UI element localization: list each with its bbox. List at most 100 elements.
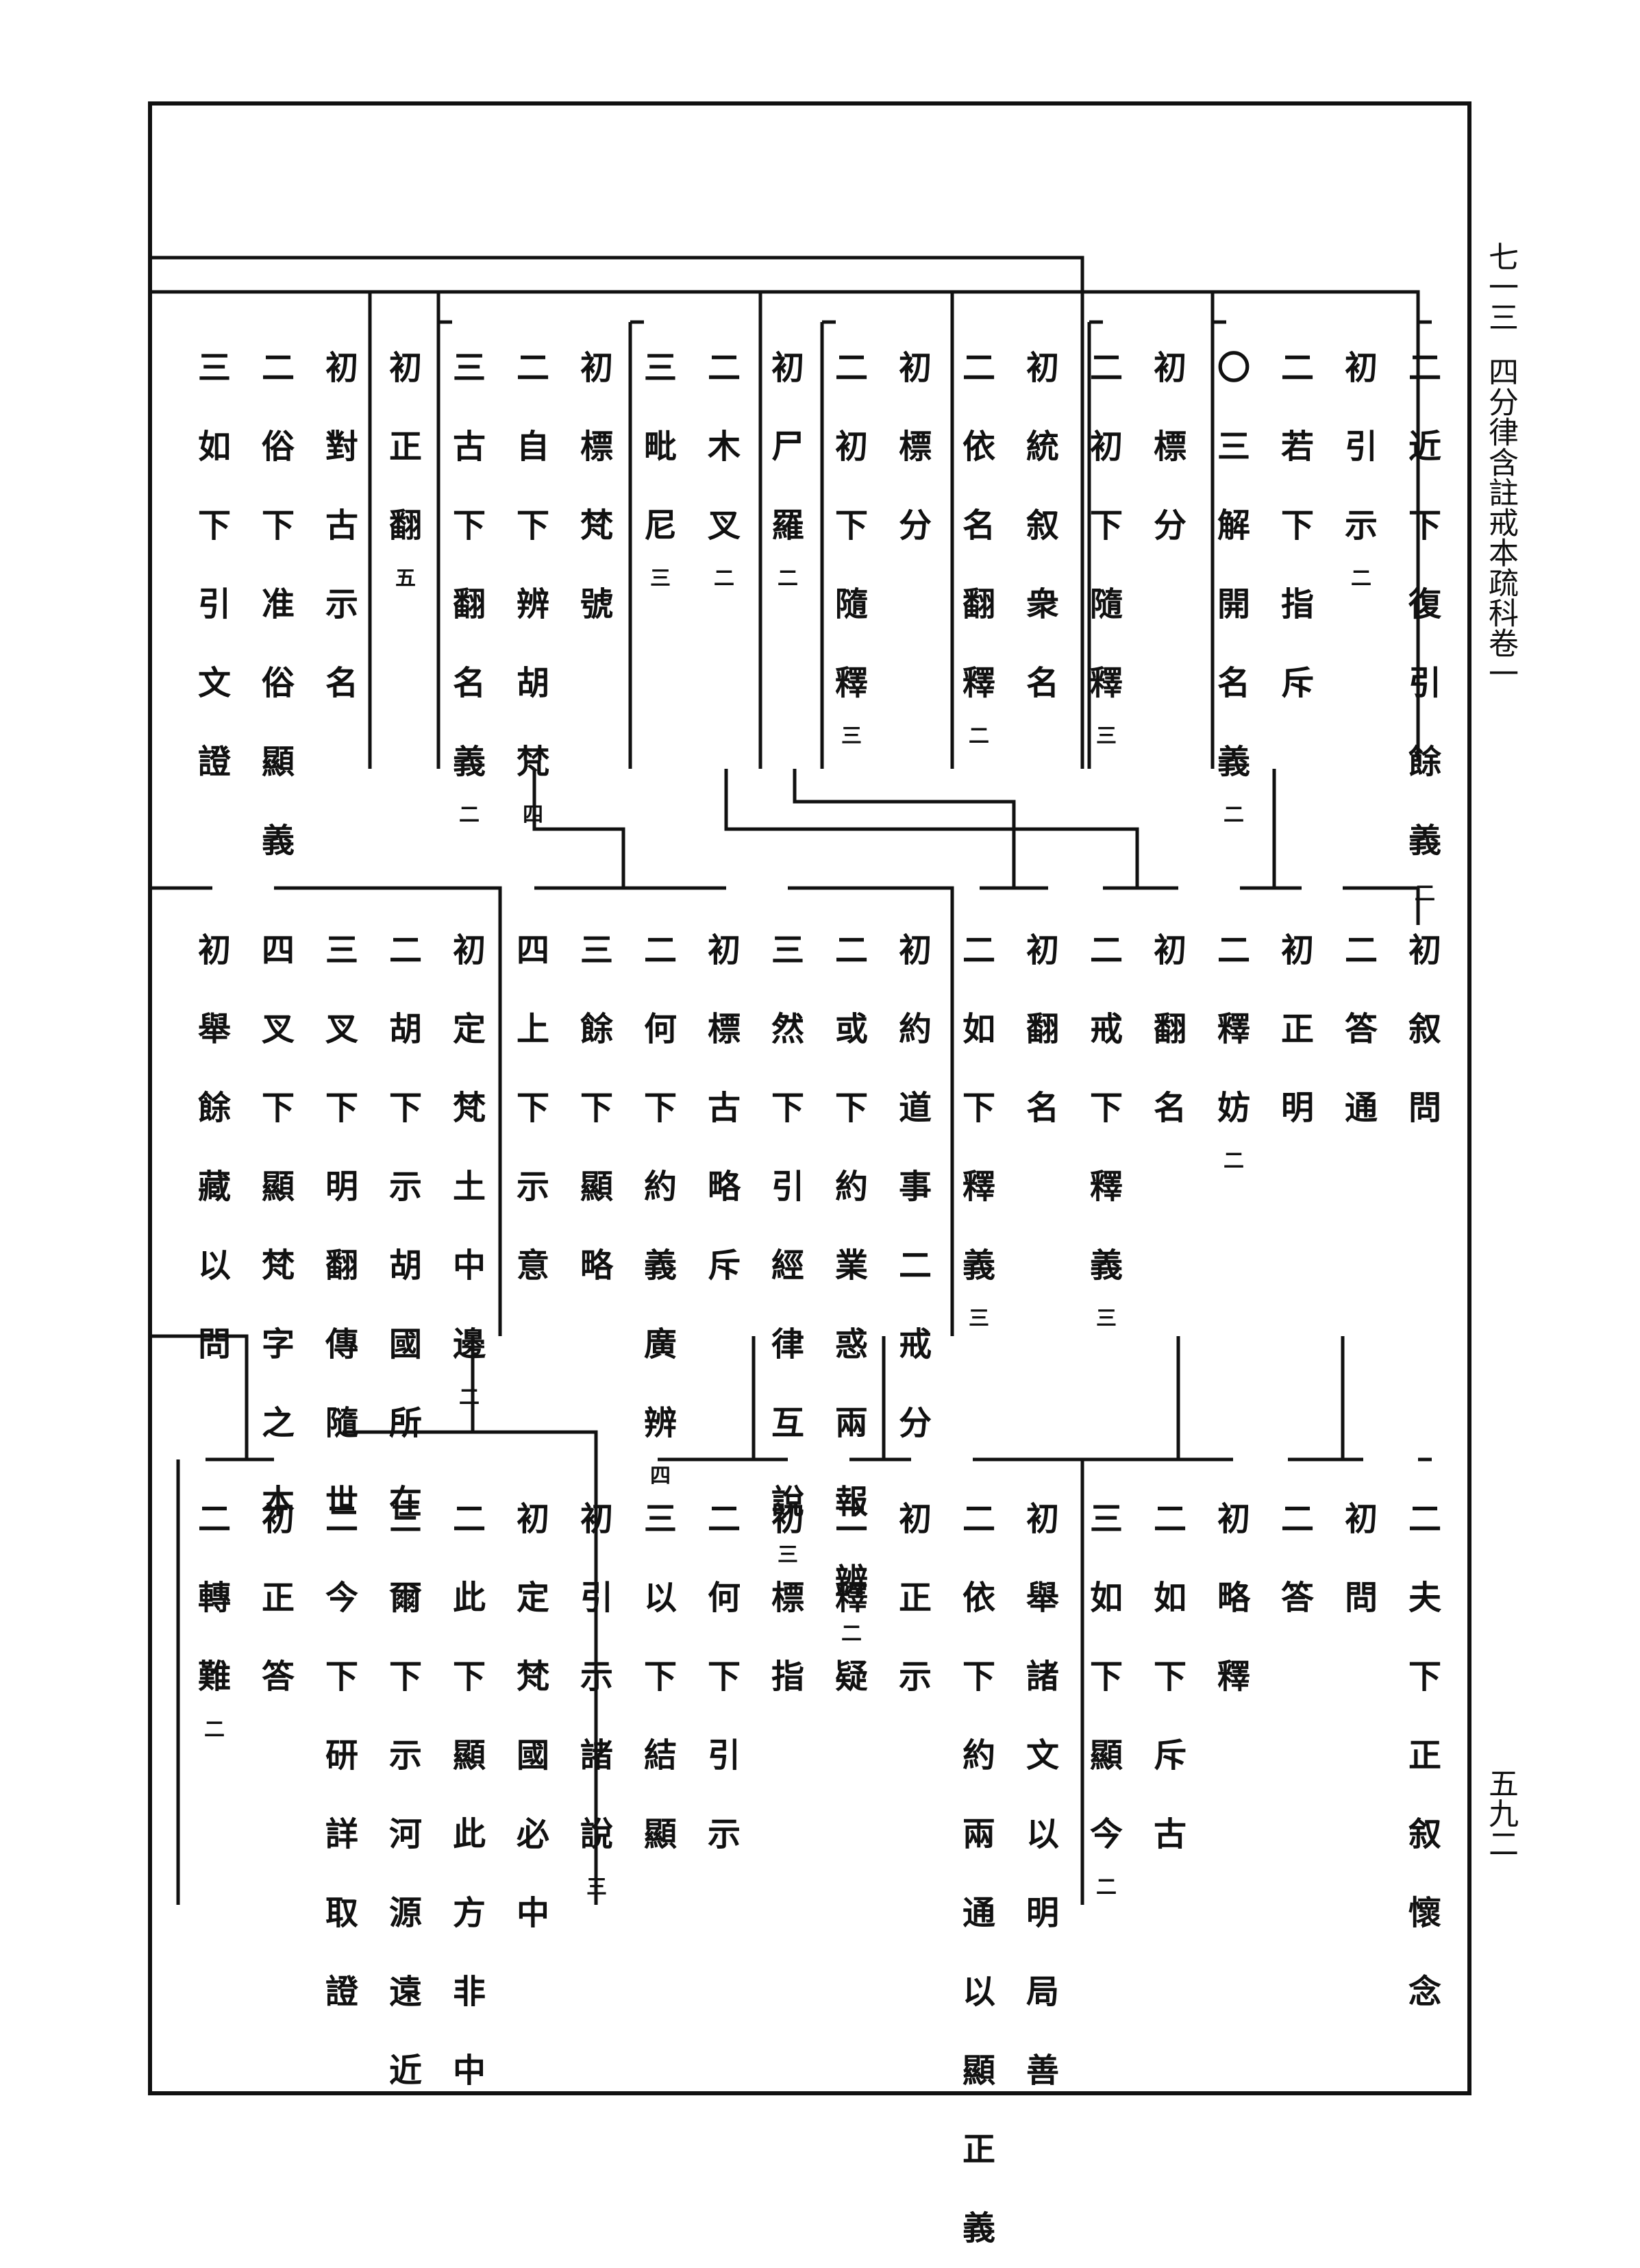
outline-entry: 二轉難二 <box>190 1480 238 1744</box>
page-code: 七一三 <box>1480 241 1521 340</box>
bracket-line <box>1416 320 1432 759</box>
bracket-line <box>148 290 1420 322</box>
outline-entry: 二胡下示胡國所在 <box>388 931 422 1521</box>
entry-count: 三 <box>1096 1307 1117 1331</box>
bracket-line <box>724 769 1139 888</box>
outline-entry: 初正明 <box>1280 931 1314 1127</box>
outline-entry: 三爾下示河源遠近 <box>388 1500 422 2090</box>
entry-count: 四 <box>650 1464 671 1488</box>
bracket-line <box>1343 886 1420 925</box>
outline-entry: 初統叙衆名 <box>1026 349 1059 702</box>
bracket-line <box>148 1334 249 1459</box>
bracket-line <box>148 256 1084 769</box>
outline-entry: 二或下約業惑兩報辨二 <box>828 911 875 1648</box>
outline-entry: 〇三解開名義二 <box>1210 329 1258 829</box>
entry-count: 二 <box>714 567 734 591</box>
entry-count: 二 <box>204 1718 225 1742</box>
outline-entry: 初標分 <box>1153 349 1186 545</box>
outline-entry: 二依下約兩通以顯正義 <box>962 1500 995 2247</box>
entry-count: 二 <box>1223 1149 1244 1173</box>
outline-entry: 二俗下准俗顯義 <box>261 349 295 860</box>
bracket-lines <box>148 256 1432 1905</box>
outline-entry: 初問 <box>1344 1500 1378 1617</box>
entry-count: 四 <box>523 803 543 827</box>
outline-entry: 初標古略斥 <box>707 931 741 1285</box>
outline-entry: 二夫下正叙懷念 <box>1408 1500 1441 2011</box>
entry-count: 二 <box>1096 1875 1117 1899</box>
outline-entry: 二何下引示 <box>707 1500 741 1853</box>
outline-entry: 二如下斥古 <box>1153 1500 1186 1853</box>
outline-entry: 二若下指斥 <box>1280 349 1314 702</box>
entry-count: 三 <box>586 1875 607 1899</box>
outline-entry: 初略釋 <box>1217 1500 1250 1696</box>
entry-count: 二 <box>459 803 480 827</box>
entry-count: 三 <box>1096 724 1117 748</box>
outline-entry: 初翻名 <box>1026 931 1059 1127</box>
outline-entry: 二何下約義廣辨四 <box>636 911 684 1490</box>
outline-entry: 初約道事二戒分 <box>898 931 932 1442</box>
page-frame <box>148 101 1471 2095</box>
page-code-text: 七一三 <box>1483 241 1518 332</box>
outline-entry: 四上下示意 <box>516 931 549 1285</box>
outline-entry: 二自下辨胡梵四 <box>509 329 557 829</box>
bracket-line <box>1087 320 1103 769</box>
outline-entry: 初標分 <box>898 349 932 545</box>
outline-entry: 三古下翻名義二 <box>445 329 493 829</box>
bracket-line <box>973 1457 1084 1905</box>
bracket-line <box>343 1430 598 1905</box>
outline-entry: 二初下隨釋三 <box>1082 329 1130 750</box>
page-number-text: 五九二 <box>1483 1768 1518 1858</box>
outline-entry: 初舉餘藏以問 <box>197 931 231 1364</box>
outline-entry: 二木叉二 <box>700 329 748 593</box>
outline-entry: 二釋疑 <box>834 1500 868 1696</box>
outline-entry: 二如下釋義三 <box>955 911 1003 1333</box>
entry-count: 三 <box>778 1543 798 1567</box>
outline-entry: 初正示 <box>898 1500 932 1696</box>
outline-entry: 二答通 <box>1344 931 1378 1127</box>
outline-entry: 初翻名 <box>1153 931 1186 1127</box>
entry-count: 五 <box>395 567 416 591</box>
outline-entry: 四叉下顯梵字之本 <box>261 931 295 1521</box>
entry-count: 二 <box>969 724 989 748</box>
outline-entry: 三如下引文證 <box>197 349 231 781</box>
outline-entry: 二戒下釋義三 <box>1082 911 1130 1333</box>
outline-entry: 初引示二 <box>1337 329 1385 593</box>
entry-count: 二 <box>459 1385 480 1409</box>
outline-entry: 二初下隨釋三 <box>828 329 875 750</box>
page-number: 五九二 <box>1480 1768 1521 1866</box>
entry-count: 三 <box>969 1307 989 1331</box>
entry-count: 三 <box>841 724 862 748</box>
entry-count: 三 <box>650 567 671 591</box>
outline-entry: 初定梵國必中 <box>516 1500 549 1932</box>
entry-count: 二 <box>1415 882 1435 906</box>
outline-entry: 初叙問 <box>1408 931 1441 1127</box>
outline-entry: 初尸羅二 <box>764 329 812 593</box>
outline-entry: 二答 <box>1280 1500 1314 1617</box>
outline-entry: 初引示諸說三 <box>573 1480 621 1901</box>
outline-entry: 初定梵土中邊二 <box>445 911 493 1412</box>
bracket-line <box>274 886 502 1336</box>
outline-entry: 三如下顯今二 <box>1082 1480 1130 1901</box>
book-title-text: 四分律含註戒本疏科卷一 <box>1483 356 1518 688</box>
outline-entry: 二今下研詳取證 <box>325 1500 358 2011</box>
outline-entry: 初標指 <box>771 1500 804 1696</box>
bracket-line <box>436 292 452 769</box>
outline-entry: 初標梵號 <box>580 349 613 624</box>
entry-count: 二 <box>1351 567 1371 591</box>
outline-entry: 三然下引經律互說三 <box>764 911 812 1569</box>
outline-entry: 二此下顯此方非中 <box>452 1500 486 2090</box>
outline-entry: 二近下復引餘義二 <box>1401 329 1449 908</box>
outline-entry: 初對古示名 <box>325 349 358 702</box>
outline-entry: 三以下結顯 <box>643 1500 677 1853</box>
outline-entry: 初正答 <box>261 1500 295 1696</box>
bracket-line <box>1210 292 1226 769</box>
outline-entry: 三毗尼三 <box>636 329 684 593</box>
outline-entry: 二釋妨二 <box>1210 911 1258 1175</box>
outline-entry: 三叉下明翻傳隨世 <box>325 931 358 1521</box>
outline-entry: 初正翻五 <box>382 329 430 593</box>
bracket-line <box>820 320 836 769</box>
entry-count: 二 <box>1223 803 1244 827</box>
bracket-line <box>788 886 954 1336</box>
bracket-line <box>532 769 625 888</box>
outline-entry: 三餘下顯略 <box>580 931 613 1285</box>
